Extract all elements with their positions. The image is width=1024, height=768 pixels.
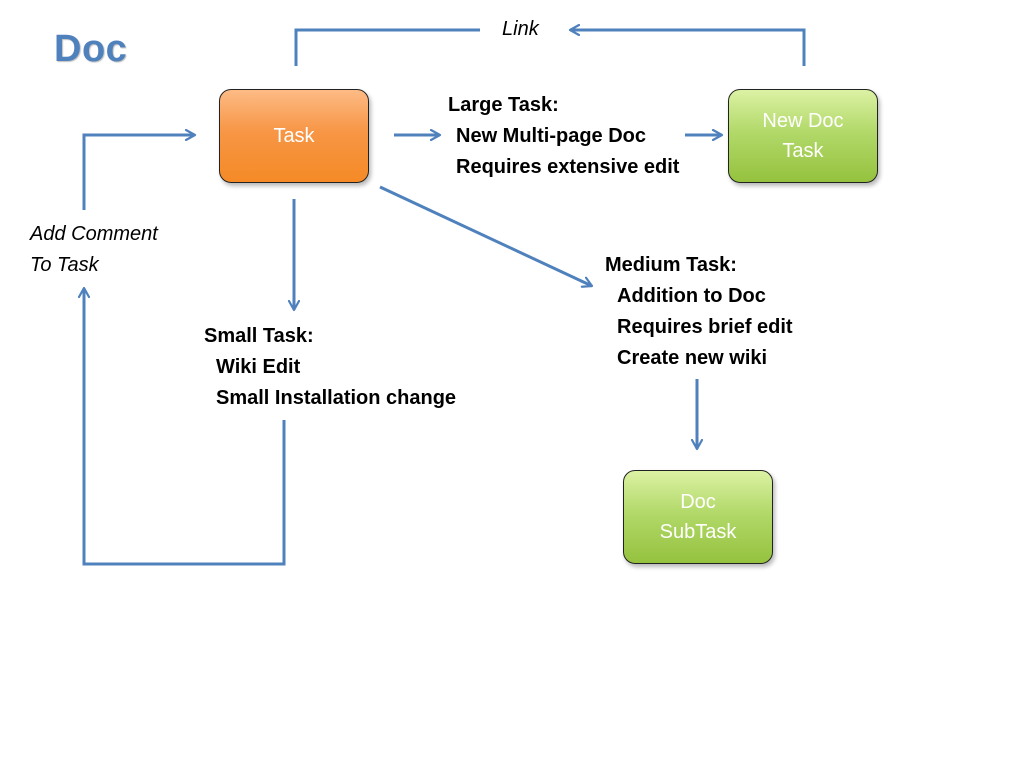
large-task-item: New Multi-page Doc xyxy=(456,125,647,147)
small-task-heading: Small Task: xyxy=(204,325,314,347)
add-comment-line: Add Comment xyxy=(30,223,158,245)
medium-task-item: Addition to Doc xyxy=(617,285,766,307)
new-doc-task-node[interactable]: New Doc Task xyxy=(728,89,878,183)
link-arrow-left-segment xyxy=(294,28,480,66)
link-label: Link xyxy=(502,18,539,40)
arrow-comment-to-task xyxy=(82,135,195,210)
add-comment-label: Add Comment To Task xyxy=(30,219,158,281)
link-arrow-right-segment xyxy=(570,30,806,66)
task-node[interactable]: Task xyxy=(219,89,369,183)
large-task-item: Requires extensive edit xyxy=(456,156,680,178)
arrow-task-to-medium xyxy=(379,185,592,286)
small-task-block: Small Task: Wiki Edit Small Installation… xyxy=(204,321,456,414)
add-comment-line: To Task xyxy=(30,254,99,276)
arrow-small-to-comment xyxy=(84,288,286,566)
medium-task-item: Create new wiki xyxy=(617,347,768,369)
small-task-item: Wiki Edit xyxy=(216,356,301,378)
medium-task-item: Requires brief edit xyxy=(617,316,793,338)
medium-task-block: Medium Task: Addition to Doc Requires br… xyxy=(605,250,793,374)
doc-subtask-node[interactable]: Doc SubTask xyxy=(623,470,773,564)
slide-title: Doc xyxy=(54,28,128,70)
medium-task-heading: Medium Task: xyxy=(605,254,737,276)
large-task-block: Large Task: New Multi-page Doc Requires … xyxy=(448,90,679,183)
large-task-heading: Large Task: xyxy=(448,94,559,116)
small-task-item: Small Installation change xyxy=(216,387,457,409)
